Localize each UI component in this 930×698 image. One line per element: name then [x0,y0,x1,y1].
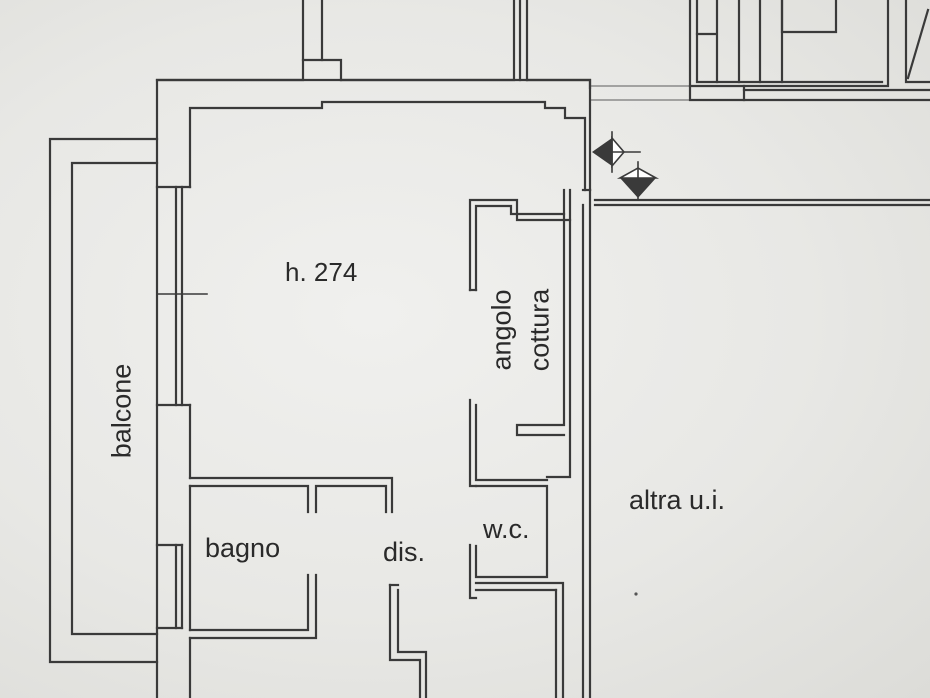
bathroom-label: bagno [205,533,281,563]
kitchen-walls [468,188,572,488]
kitchen-label-line1: angolo [486,289,517,371]
bathroom-walls [155,476,394,698]
upper-neighbor-walls [301,0,691,101]
ceiling-height-label: h. 274 [285,257,358,287]
other-unit-label: altra u.i. [629,485,726,515]
balcony-outline [48,137,159,664]
hallway-walls [388,583,428,698]
hallway-label: dis. [383,537,426,567]
balcony-window [155,185,208,480]
apartment-exterior-walls [155,58,592,698]
wc-walls [468,484,565,698]
balcony-label: balcone [106,363,137,459]
staircase [688,0,930,102]
section-arrow-icon [592,131,660,201]
kitchen-label-line2: cottura [524,288,555,372]
wc-label: w.c. [483,514,530,544]
dot-mark [634,592,638,596]
landing-walls [593,198,930,207]
